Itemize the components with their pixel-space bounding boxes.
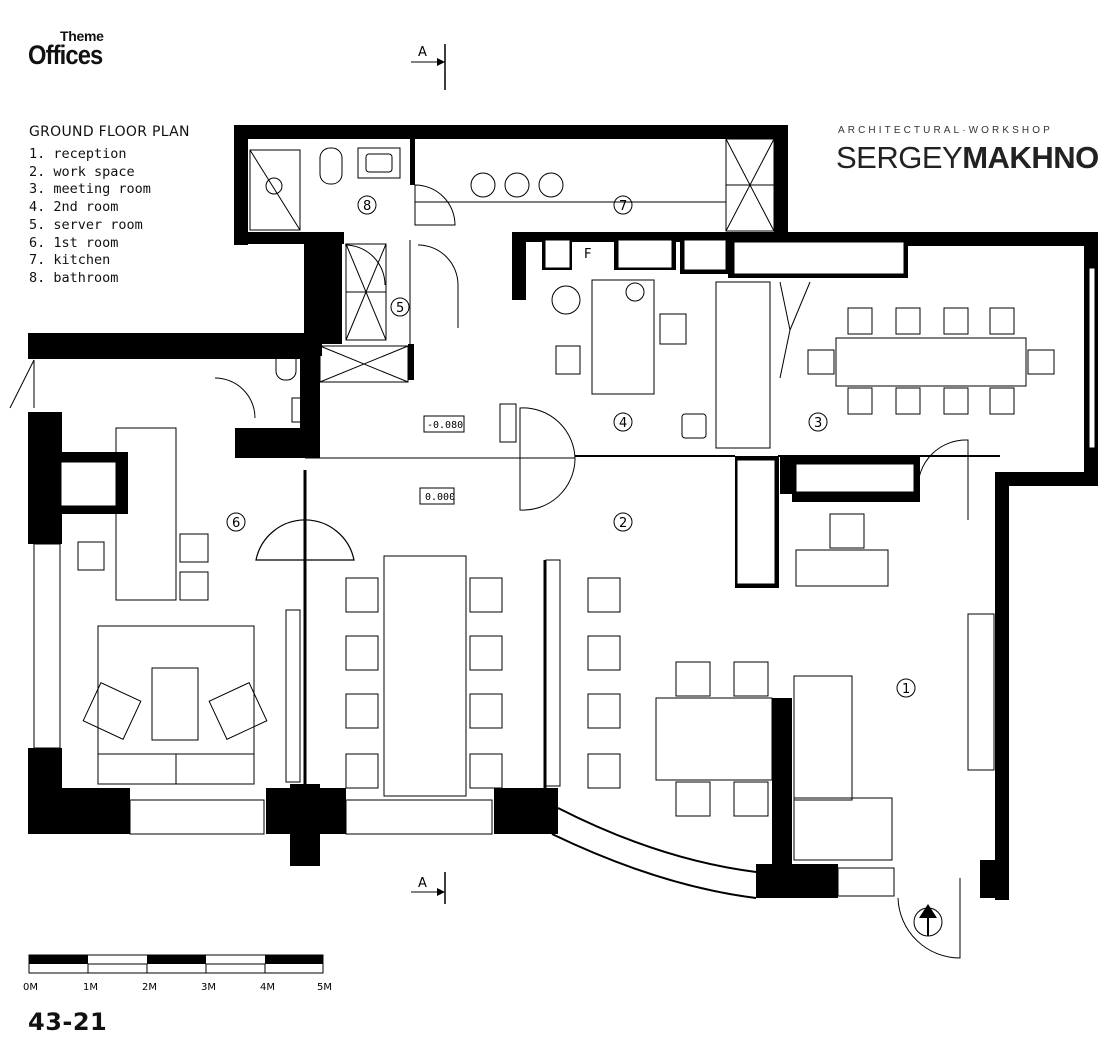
- first-room-furniture: [77, 427, 301, 785]
- room-number-5: 5: [396, 301, 404, 316]
- legend-item: 7. kitchen: [29, 252, 111, 269]
- section-mark-bottom: A: [411, 872, 446, 904]
- legend-item: 5. server room: [29, 216, 143, 233]
- scale-label-5: 5M: [317, 982, 332, 993]
- fridge-label: F: [584, 247, 591, 262]
- second-room-furniture: [551, 279, 771, 449]
- brand-name-bold: MAKHNO: [962, 140, 1099, 175]
- curved-glass-wall-outer: [551, 833, 757, 899]
- kitchen-stools: [470, 172, 564, 198]
- cabinets: [319, 138, 775, 383]
- scale-label-0: 0M: [23, 982, 38, 993]
- section-mark-top: A: [411, 44, 446, 90]
- curved-glass-wall: [557, 807, 757, 873]
- legend-item: 4. 2nd room: [29, 199, 119, 216]
- workspace-furniture: [345, 403, 995, 861]
- brand-tagline: ARCHITECTURAL·WORKSHOP: [838, 125, 1053, 136]
- legend-item: 3. meeting room: [29, 181, 151, 198]
- level-main: 0.000: [425, 492, 455, 503]
- section-letter-bottom: A: [418, 876, 427, 891]
- legend-item: 1. reception: [29, 146, 127, 162]
- scale-bar: 0M 1M 2M 3M 4M 5M: [23, 954, 332, 993]
- category-title: Offices: [28, 40, 103, 70]
- legend-item: 8. bathroom: [29, 269, 119, 286]
- room-number-2: 2: [619, 516, 627, 531]
- page-number: 43-21: [28, 1008, 108, 1036]
- meeting-table: [807, 307, 1055, 415]
- legend-item: 6. 1st room: [29, 234, 119, 251]
- room-number-7: 7: [619, 199, 627, 214]
- legend-item: 2. work space: [29, 163, 135, 180]
- room-number-1: 1: [902, 682, 910, 697]
- level-markers: -0.080 0.000: [419, 415, 465, 505]
- brand-name-light: SERGEY: [836, 140, 963, 175]
- room-numbers: 1 2 3 4 5 6 7 8: [232, 199, 910, 697]
- doors: [9, 184, 969, 959]
- room-markers: [226, 195, 916, 698]
- bathroom-fixtures: [249, 147, 401, 423]
- entrance-arrow: [913, 904, 943, 937]
- room-number-8: 8: [363, 199, 371, 214]
- plan-title: GROUND FLOOR PLAN: [29, 124, 190, 140]
- theme-label: Theme: [60, 28, 104, 44]
- wall-openings: [33, 239, 1096, 897]
- room-number-4: 4: [619, 416, 627, 431]
- room-number-6: 6: [232, 516, 240, 531]
- section-letter-top: A: [418, 45, 427, 60]
- room-legend: 1. reception 2. work space 3. meeting ro…: [29, 146, 151, 288]
- level-upper: -0.080: [427, 420, 463, 431]
- scale-label-2: 2M: [142, 982, 157, 993]
- brand-logo: SERGEYMAKHNO: [836, 140, 1099, 176]
- scale-label-1: 1M: [83, 982, 98, 993]
- scale-label-4: 4M: [260, 982, 275, 993]
- scale-label-3: 3M: [201, 982, 216, 993]
- room-number-3: 3: [814, 416, 822, 431]
